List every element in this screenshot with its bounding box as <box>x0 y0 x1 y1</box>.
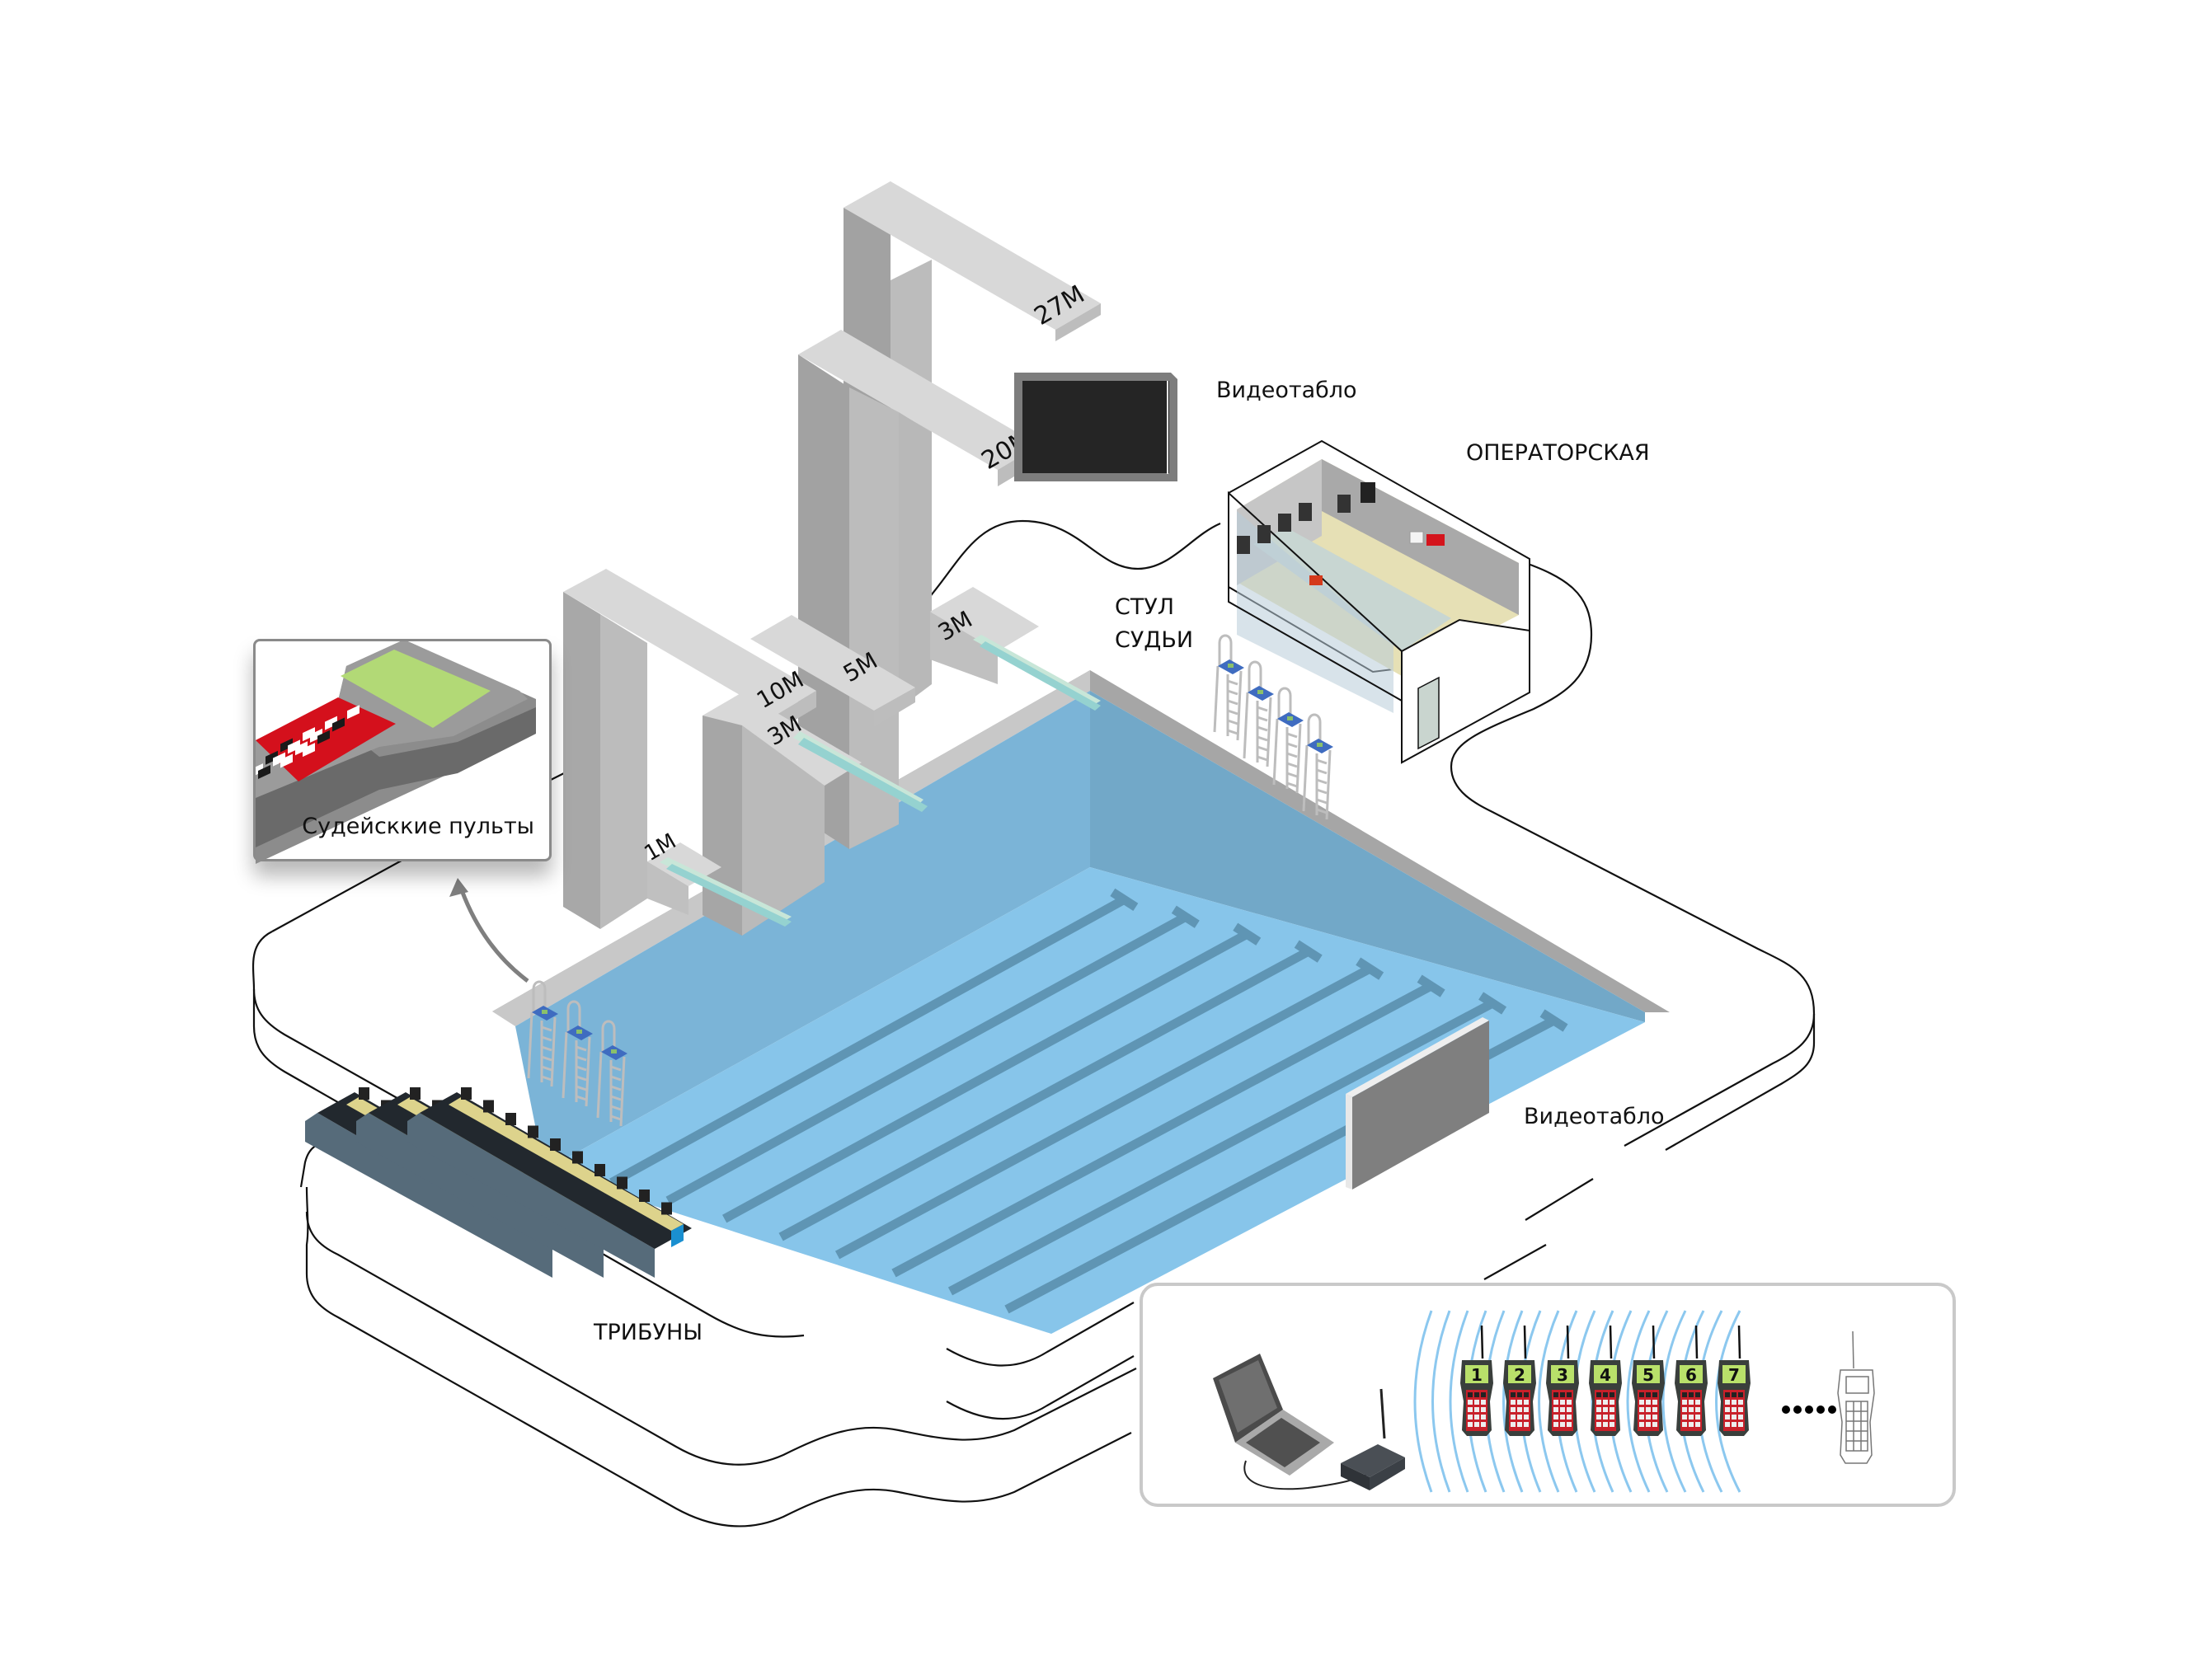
monitor-icon <box>639 1190 650 1202</box>
radio-wave <box>1715 1310 1741 1493</box>
pool-back-wall-left <box>515 691 1090 1171</box>
monitor-icon <box>483 1100 494 1113</box>
radio-wave <box>1413 1310 1433 1493</box>
floor-outline <box>251 519 1816 1527</box>
video-board-right <box>1346 1017 1489 1190</box>
judge-handheld-device: 7 <box>1718 1325 1751 1436</box>
monitor-icon <box>461 1087 472 1100</box>
monitor-icon <box>359 1087 369 1100</box>
lane-line <box>834 957 1384 1260</box>
ellipsis-dots <box>1782 1405 1836 1414</box>
system-illustration: 1 2 3 4 5 6 7 <box>1213 1310 1875 1493</box>
radio-wave <box>1661 1310 1687 1493</box>
ellipsis-dot <box>1828 1405 1836 1414</box>
judge-remotes-callout: Судейсккие пульты <box>253 639 552 864</box>
monitor-icon <box>528 1125 538 1138</box>
monitor-icon <box>661 1202 672 1215</box>
judge-handheld-device: 4 <box>1589 1325 1622 1436</box>
ellipsis-dot <box>1782 1405 1790 1414</box>
radio-wave <box>1431 1310 1451 1493</box>
lane-line <box>721 922 1262 1223</box>
pool-back-wall-right <box>1090 691 1645 1022</box>
radio-base-station-icon <box>1341 1388 1405 1490</box>
judge-chairs-right <box>1213 634 1333 820</box>
judge-chair <box>527 980 558 1087</box>
laptop-icon <box>1213 1354 1375 1490</box>
video-board-right-label: Видеотабло <box>1524 1104 1665 1129</box>
callout-arrow <box>449 878 529 983</box>
judge-handheld-device: 6 <box>1675 1325 1708 1436</box>
springboard-1m <box>647 842 792 927</box>
radio-wave <box>1502 1310 1524 1493</box>
lane-line <box>778 940 1323 1241</box>
springboard-3m-a <box>703 692 928 936</box>
judge-chair <box>596 1020 627 1127</box>
judge-chairs-left <box>527 980 627 1127</box>
device-number: 1 <box>1471 1365 1483 1385</box>
judge-remotes-label: Судейсккие пульты <box>302 814 534 839</box>
judge-chair-label-line2: СУДЬИ <box>1115 627 1193 653</box>
pool <box>492 670 1670 1334</box>
monitor-icon <box>550 1138 561 1151</box>
springboard-3m-b <box>930 587 1101 711</box>
monitor-icon <box>572 1151 583 1164</box>
judge-handheld-device: 3 <box>1546 1325 1579 1436</box>
judge-remote-icon <box>256 641 536 864</box>
tower-10m <box>563 569 816 929</box>
stand-row <box>407 1087 692 1278</box>
handheld-devices: 1 2 3 4 5 6 7 <box>1460 1325 1751 1436</box>
device-number: 6 <box>1685 1365 1697 1385</box>
monitor-icon <box>505 1113 516 1125</box>
radio-wave <box>1538 1310 1560 1493</box>
judge-remote-keypad <box>256 705 360 779</box>
judge-chair-label-line1: СТУЛ <box>1115 594 1174 620</box>
lane-line <box>665 905 1200 1205</box>
judge-chair <box>1302 713 1333 820</box>
ellipsis-dot <box>1793 1405 1802 1414</box>
monitor-icon <box>594 1164 605 1176</box>
lane-line <box>947 992 1507 1296</box>
judge-handheld-device: 2 <box>1503 1325 1536 1436</box>
monitor-icon <box>617 1176 627 1190</box>
judge-chair <box>1213 634 1244 741</box>
device-number: 5 <box>1642 1365 1654 1385</box>
stands <box>305 1087 692 1278</box>
judge-chair <box>1243 660 1274 767</box>
operator-room <box>1228 439 1530 764</box>
radio-wave <box>1626 1310 1651 1493</box>
ellipsis-dot <box>1805 1405 1813 1414</box>
stands-label: ТРИБУНЫ <box>593 1320 703 1345</box>
radio-wave <box>1449 1310 1469 1493</box>
device-number: 4 <box>1600 1365 1611 1385</box>
video-board-top-label: Видеотабло <box>1216 378 1357 403</box>
additional-remote-outline-icon <box>1837 1330 1875 1464</box>
lane-line <box>609 888 1139 1187</box>
device-number: 7 <box>1728 1365 1740 1385</box>
system-callout: 1 2 3 4 5 6 7 <box>1140 1283 1956 1507</box>
ellipsis-dot <box>1816 1405 1825 1414</box>
device-number: 3 <box>1557 1365 1568 1385</box>
device-number: 2 <box>1514 1365 1525 1385</box>
platform-5m <box>750 615 915 727</box>
video-board-top <box>1014 373 1177 481</box>
operator-room-label: ОПЕРАТОРСКАЯ <box>1466 440 1650 466</box>
monitor-icon <box>410 1087 421 1100</box>
judge-chair <box>1272 687 1304 794</box>
judge-chair <box>562 1000 593 1107</box>
judge-handheld-device: 1 <box>1460 1325 1493 1436</box>
judge-handheld-device: 5 <box>1632 1325 1665 1436</box>
lane-line <box>891 974 1445 1278</box>
